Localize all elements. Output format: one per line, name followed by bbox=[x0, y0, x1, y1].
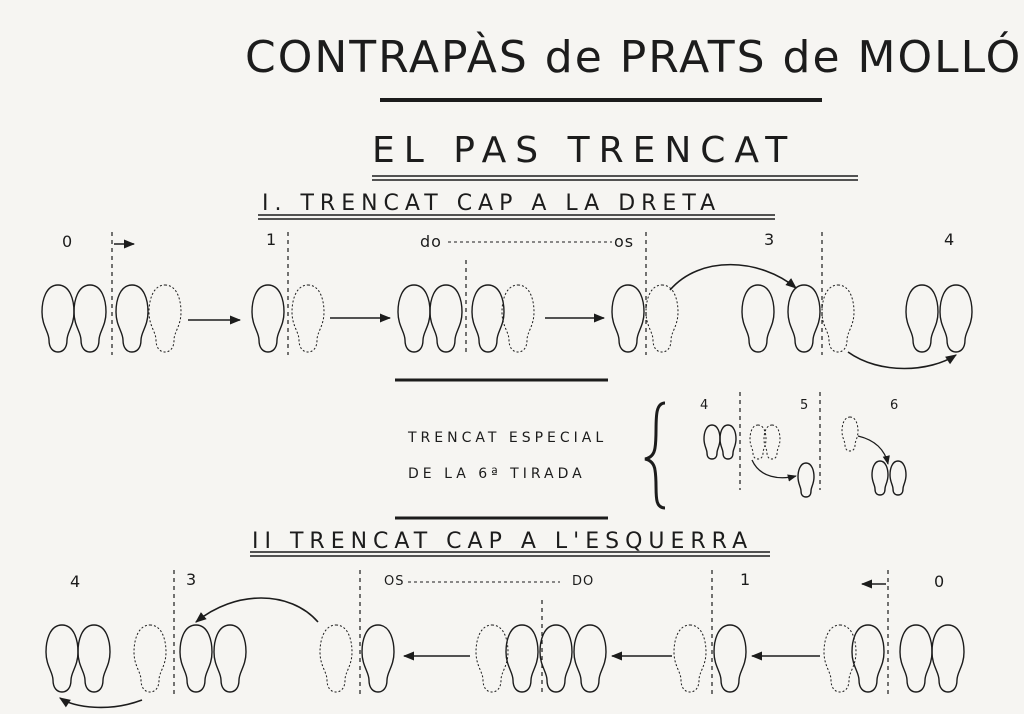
special-label-line1: TRENCAT ESPECIAL bbox=[408, 430, 608, 446]
footprint bbox=[931, 624, 965, 693]
footprint bbox=[73, 284, 107, 353]
footprint bbox=[741, 284, 775, 353]
special-step-label: 5 bbox=[800, 398, 810, 413]
step-label: os bbox=[614, 232, 635, 251]
footprint bbox=[713, 624, 747, 693]
footprint bbox=[115, 284, 149, 353]
footprint bbox=[501, 284, 535, 353]
brace bbox=[644, 401, 666, 510]
footprint bbox=[41, 284, 75, 353]
step-label: 3 bbox=[764, 230, 776, 249]
footprint bbox=[703, 424, 721, 460]
footprint bbox=[291, 284, 325, 353]
footprint bbox=[645, 284, 679, 353]
footprint bbox=[871, 460, 889, 496]
footprint bbox=[397, 284, 431, 353]
footprint bbox=[763, 424, 781, 460]
footprint bbox=[505, 624, 539, 693]
footprint bbox=[361, 624, 395, 693]
title-underline bbox=[250, 98, 858, 557]
footprint bbox=[905, 284, 939, 353]
step-label: 1 bbox=[266, 230, 278, 249]
page-title: CONTRAPÀS de PRATS de MOLLÓ bbox=[245, 32, 1023, 83]
section2-arrows bbox=[59, 579, 886, 709]
step-label: 0 bbox=[62, 232, 74, 251]
footprint bbox=[611, 284, 645, 353]
footprint bbox=[719, 424, 737, 460]
footprint bbox=[889, 460, 907, 496]
footprint bbox=[899, 624, 933, 693]
page-subtitle: EL PAS TRENCAT bbox=[372, 130, 797, 171]
footprint bbox=[45, 624, 79, 693]
section1-heading: I. TRENCAT CAP A LA DRETA bbox=[262, 191, 722, 216]
footprint bbox=[148, 284, 182, 353]
section1-arrows bbox=[114, 239, 957, 370]
step-label: 1 bbox=[740, 570, 752, 589]
footprint bbox=[77, 624, 111, 693]
step-label: OS bbox=[384, 574, 405, 589]
footprint bbox=[821, 284, 855, 353]
step-label: 4 bbox=[944, 230, 956, 249]
section2-heading: II TRENCAT CAP A L'ESQUERRA bbox=[252, 529, 754, 554]
footprint bbox=[673, 624, 707, 693]
footprints bbox=[41, 284, 973, 693]
footprint bbox=[787, 284, 821, 353]
step-label: DO bbox=[572, 574, 595, 589]
special-step-label: 6 bbox=[890, 398, 900, 413]
footprint bbox=[213, 624, 247, 693]
divider-lines bbox=[111, 232, 889, 695]
step-label: 4 bbox=[70, 572, 82, 591]
curved-arrow bbox=[669, 263, 797, 291]
footprint bbox=[251, 284, 285, 353]
footprint bbox=[471, 284, 505, 353]
curved-arrow bbox=[847, 351, 957, 370]
special-arrows bbox=[751, 435, 890, 482]
separator-lines bbox=[395, 378, 608, 520]
footprint bbox=[539, 624, 573, 693]
footprint bbox=[475, 624, 509, 693]
footprint bbox=[573, 624, 607, 693]
footprint bbox=[133, 624, 167, 693]
step-label: 0 bbox=[934, 572, 946, 591]
special-label-line2: DE LA 6ª TIRADA bbox=[408, 466, 586, 482]
step-label: do bbox=[420, 232, 442, 251]
curved-arrow bbox=[195, 597, 319, 623]
footprint bbox=[429, 284, 463, 353]
footprint bbox=[939, 284, 973, 353]
step-label: 3 bbox=[186, 570, 198, 589]
footprint bbox=[749, 424, 767, 460]
footprint bbox=[841, 416, 859, 452]
footprint bbox=[179, 624, 213, 693]
footprint bbox=[797, 462, 815, 498]
footprint bbox=[319, 624, 353, 693]
curved-arrow bbox=[59, 697, 143, 709]
footprint bbox=[823, 624, 857, 693]
footprint bbox=[851, 624, 885, 693]
special-step-label: 4 bbox=[700, 398, 710, 413]
